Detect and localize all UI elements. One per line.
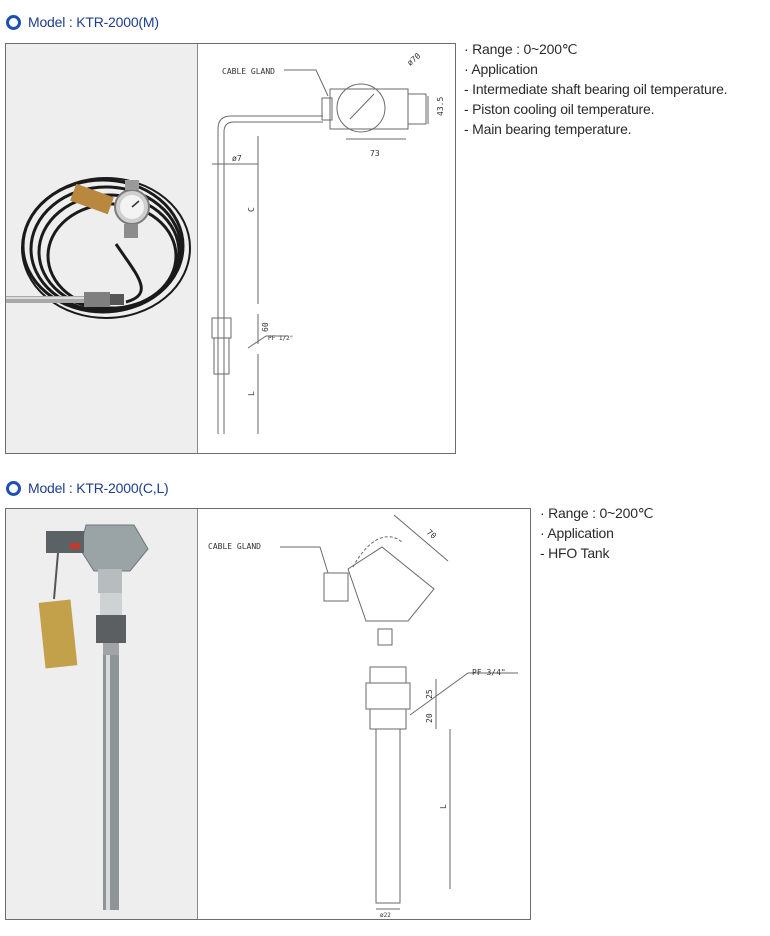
spec-application: · Application	[540, 525, 614, 541]
model-title: Model : KTR-2000(C,L)	[28, 480, 169, 496]
dim-60: 60	[261, 322, 270, 332]
spec-app-item: - Piston cooling oil temperature.	[464, 101, 655, 117]
dim-c: C	[247, 207, 256, 212]
dim-thread: PF 1/2"	[268, 335, 293, 342]
dim-thread: PF 3/4"	[472, 668, 506, 677]
rtd-cable-photo	[6, 177, 191, 319]
dim-head-dia: ø70	[406, 51, 423, 67]
model2-specs: · Range : 0~200℃ · Application - HFO Tan…	[540, 503, 654, 563]
model2-figure: CABLE GLAND 70 PF 3/4" 25 20 L ø22	[5, 508, 531, 920]
spec-application: · Application	[464, 61, 538, 77]
dim-l: L	[247, 391, 256, 396]
spec-range: · Range : 0~200℃	[464, 41, 578, 57]
dim-20: 20	[425, 713, 434, 723]
model2-dimension-drawing: CABLE GLAND 70 PF 3/4" 25 20 L ø22	[198, 509, 530, 919]
dim-height: 43.5	[436, 97, 445, 116]
spec-range: · Range : 0~200℃	[540, 505, 654, 521]
model1-drawing-svg: CABLE GLAND ø70 73 43.5 ø7 C 60 PF 1/2" …	[211, 51, 445, 434]
section2-heading: Model : KTR-2000(C,L)	[6, 480, 169, 496]
model1-product-photo	[6, 44, 198, 453]
spec-app-item: - Main bearing temperature.	[464, 121, 632, 137]
cable-gland-label: CABLE GLAND	[222, 67, 275, 76]
model2-drawing-svg: CABLE GLAND 70 PF 3/4" 25 20 L ø22	[208, 514, 518, 919]
dim-l: L	[439, 804, 448, 809]
dim-width: 73	[370, 149, 380, 158]
rtd-probe-photo	[38, 524, 149, 910]
model2-product-photo	[6, 509, 198, 919]
dim-25: 25	[425, 689, 434, 699]
section1-heading: Model : KTR-2000(M)	[6, 14, 159, 30]
spec-app-item: - Intermediate shaft bearing oil tempera…	[464, 81, 728, 97]
dim-stem-dia: ø7	[232, 154, 242, 163]
dim-dia: ø22	[380, 912, 391, 919]
circle-bullet-icon	[6, 14, 21, 30]
model1-specs: · Range : 0~200℃ · Application - Interme…	[464, 39, 728, 139]
spec-app-item: - HFO Tank	[540, 545, 610, 561]
circle-bullet-icon	[6, 480, 21, 496]
model1-figure: CABLE GLAND ø70 73 43.5 ø7 C 60 PF 1/2" …	[5, 43, 456, 454]
cable-gland-label: CABLE GLAND	[208, 542, 261, 551]
model1-dimension-drawing: CABLE GLAND ø70 73 43.5 ø7 C 60 PF 1/2" …	[198, 44, 455, 453]
model-title: Model : KTR-2000(M)	[28, 14, 159, 30]
dim-head: 70	[425, 528, 438, 541]
